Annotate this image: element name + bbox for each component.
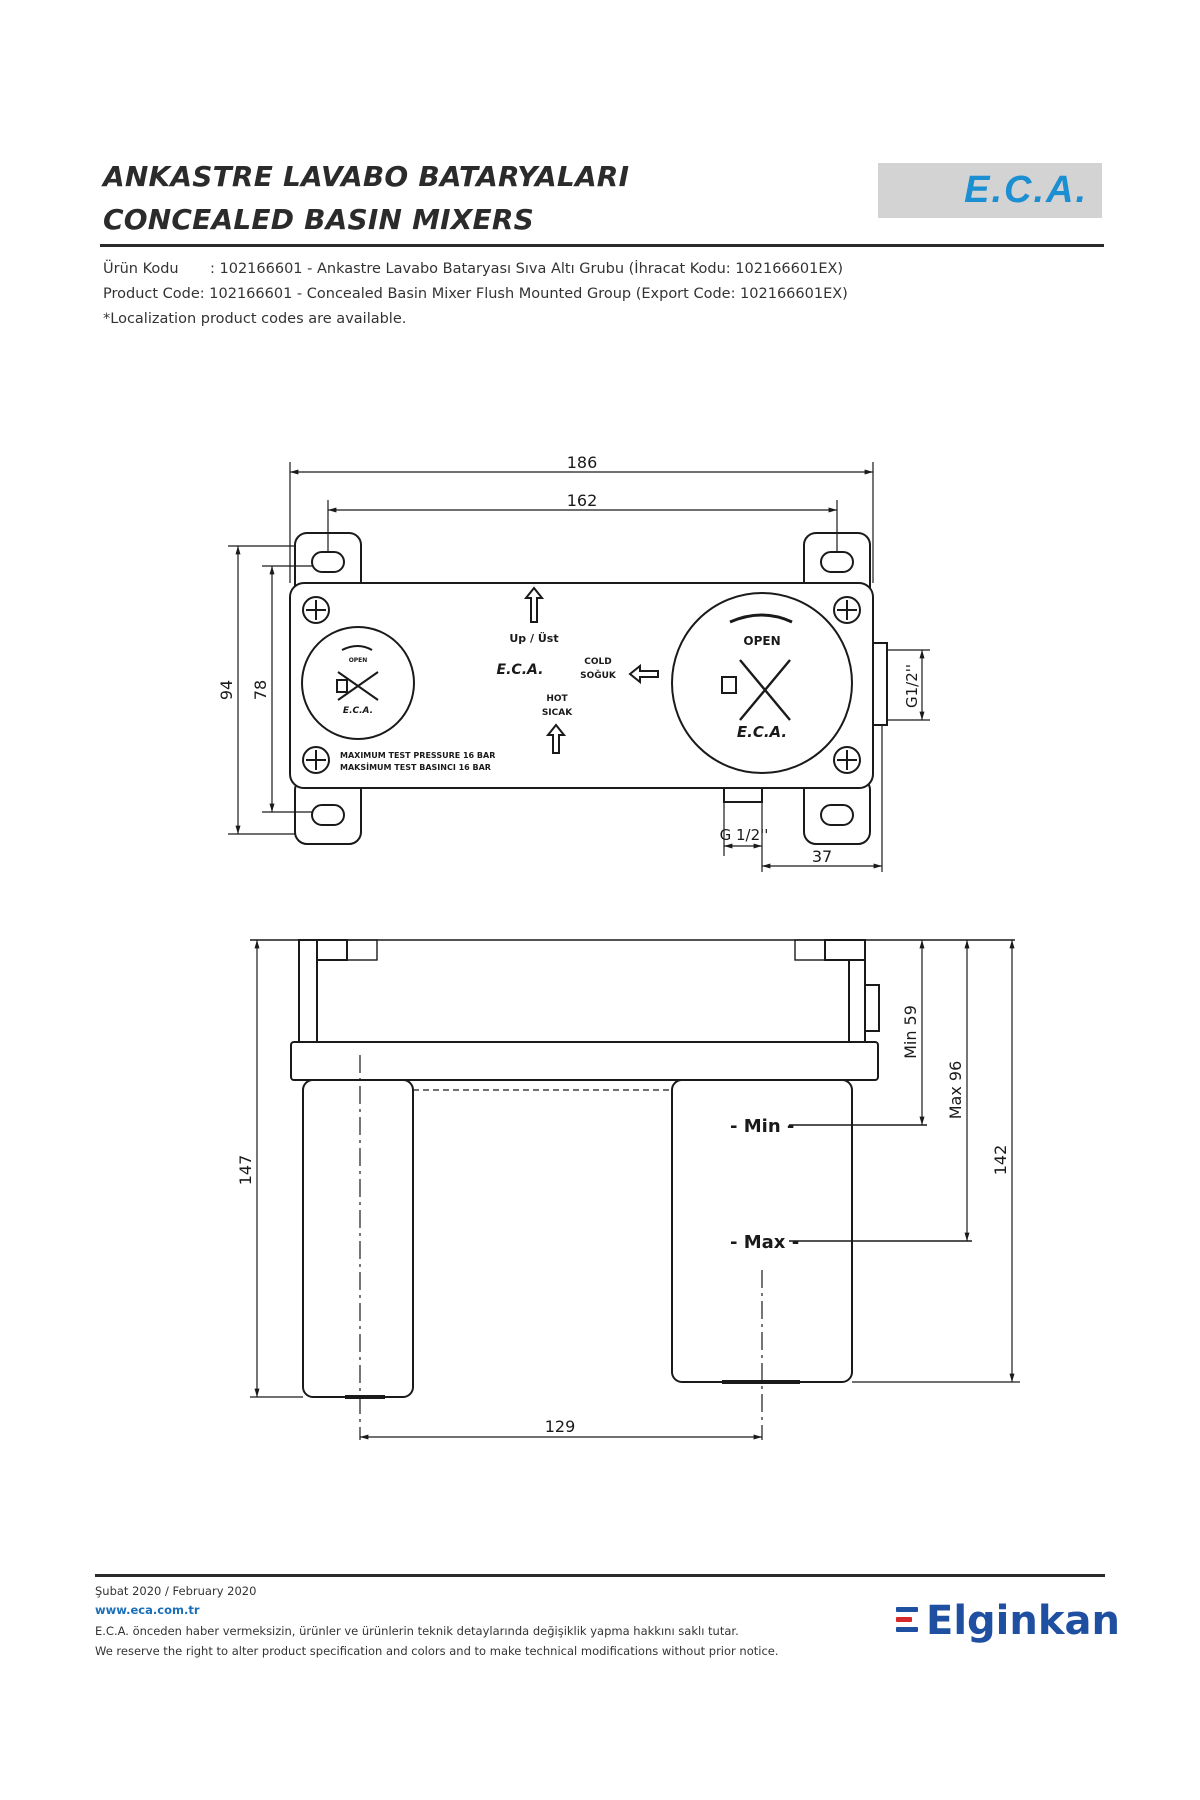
logo-small: E.C.A. [343,706,373,716]
large-cross-icon [739,659,791,721]
side-view [250,939,1015,1440]
top-view-dimension-labels: 186 162 94 78 G1/2'' G 1/2'' 37 [217,453,921,866]
footer-date: Şubat 2020 / February 2020 [95,1584,257,1598]
large-arc-icon [729,613,793,624]
dim-162: 162 [567,491,598,510]
label-pressure-tr: MAKSİMUM TEST BASINCI 16 BAR [340,762,491,772]
label-hot-tr: SICAK [542,708,573,718]
top-view-labels: Up / Üst E.C.A. COLD SOĞUK HOT SICAK OPE… [340,631,787,772]
large-stop-icon [721,676,737,694]
hot-arrow-icon [545,723,567,754]
label-min-mark: - Min - [730,1116,794,1137]
up-arrow-icon [523,586,545,623]
label-cold: COLD [584,657,611,667]
side-view-dimensions [250,940,1020,1440]
product-code-tr-text: : 102166601 - Ankastre Lavabo Bataryası … [210,261,844,277]
dim-37: 37 [812,847,832,866]
dim-side-thread: G1/2'' [903,664,921,708]
logo-large: E.C.A. [737,723,787,741]
side-outlet-profile [864,984,880,1032]
right-post [848,959,866,1043]
footer-note-en: We reserve the right to alter product sp… [95,1644,779,1658]
product-code-en: Product Code: 102166601 - Concealed Basi… [103,286,848,302]
left-post [298,939,318,1043]
page-title-en: CONCEALED BASIN MIXERS [103,203,534,236]
slot-bottom-right [820,804,854,826]
logo-mid: E.C.A. [497,662,544,678]
dim-147: 147 [236,1155,255,1186]
label-up: Up / Üst [509,631,558,645]
screw-bottom-left [302,746,330,774]
label-open-small: OPEN [349,657,368,664]
product-code-tr: Ürün Kodu : 102166601 - Ankastre Lavabo B… [103,261,843,277]
right-post-cap-2 [824,939,866,961]
label-hot: HOT [546,694,568,704]
eca-logo: E.C.A. [878,163,1102,218]
eca-logo-text: E.C.A. [964,169,1088,211]
localization-note: *Localization product codes are availabl… [103,311,407,327]
technical-drawing: Up / Üst E.C.A. COLD SOĞUK HOT SICAK OPE… [217,453,1020,1440]
dim-142: 142 [991,1145,1010,1176]
small-cross-icon [337,671,379,701]
small-stop-icon [336,679,348,693]
footer-divider [95,1574,1105,1577]
label-open-large: OPEN [743,634,780,648]
left-cylinder [302,1079,414,1398]
label-max-mark: - Max - [730,1232,799,1253]
top-view [289,532,888,845]
left-post-cap-1 [316,939,348,961]
dim-min-59: Min 59 [901,1005,920,1059]
ext-186 [289,462,874,583]
product-code-tr-label: Ürün Kodu [103,261,179,277]
screw-top-right [833,596,861,624]
label-cold-tr: SOĞUK [580,669,617,681]
footer-website-link[interactable]: www.eca.com.tr [95,1603,200,1617]
screw-top-left [302,596,330,624]
footer-note-tr: E.C.A. önceden haber vermeksizin, ürünle… [95,1624,739,1638]
dim-78: 78 [251,680,270,700]
dim-outlet-thread: G 1/2'' [720,826,769,844]
dim-129: 129 [545,1417,576,1436]
elginkan-mark-icon [896,1605,918,1635]
screw-bottom-right [833,746,861,774]
slot-top-right [820,551,854,573]
slot-bottom-left [311,804,345,826]
elginkan-logo-text: Elginkan [926,1598,1120,1644]
large-cartridge [671,592,853,774]
slot-top-left [311,551,345,573]
dim-94: 94 [217,680,236,700]
top-view-dimensions [228,462,930,872]
bottom-outlet [723,787,763,803]
label-pressure-en: MAXIMUM TEST PRESSURE 16 BAR [340,751,495,760]
left-post-cap-2 [346,939,378,961]
page-title-tr: ANKASTRE LAVABO BATARYALARI [103,160,630,193]
side-outlet [872,642,888,726]
dim-max-96: Max 96 [946,1061,965,1120]
header-divider [100,244,1104,247]
elginkan-logo: Elginkan [896,1598,1120,1644]
right-post-cap-1 [794,939,826,961]
small-cartridge [301,626,415,740]
side-view-dimension-labels: 147 Min 59 Max 96 142 129 [236,1005,1010,1436]
plate-profile [290,1041,879,1081]
side-view-labels: - Min - - Max - [730,1116,799,1253]
small-arc-icon [341,645,373,651]
dim-186: 186 [567,453,598,472]
cold-arrow-icon [628,663,659,685]
